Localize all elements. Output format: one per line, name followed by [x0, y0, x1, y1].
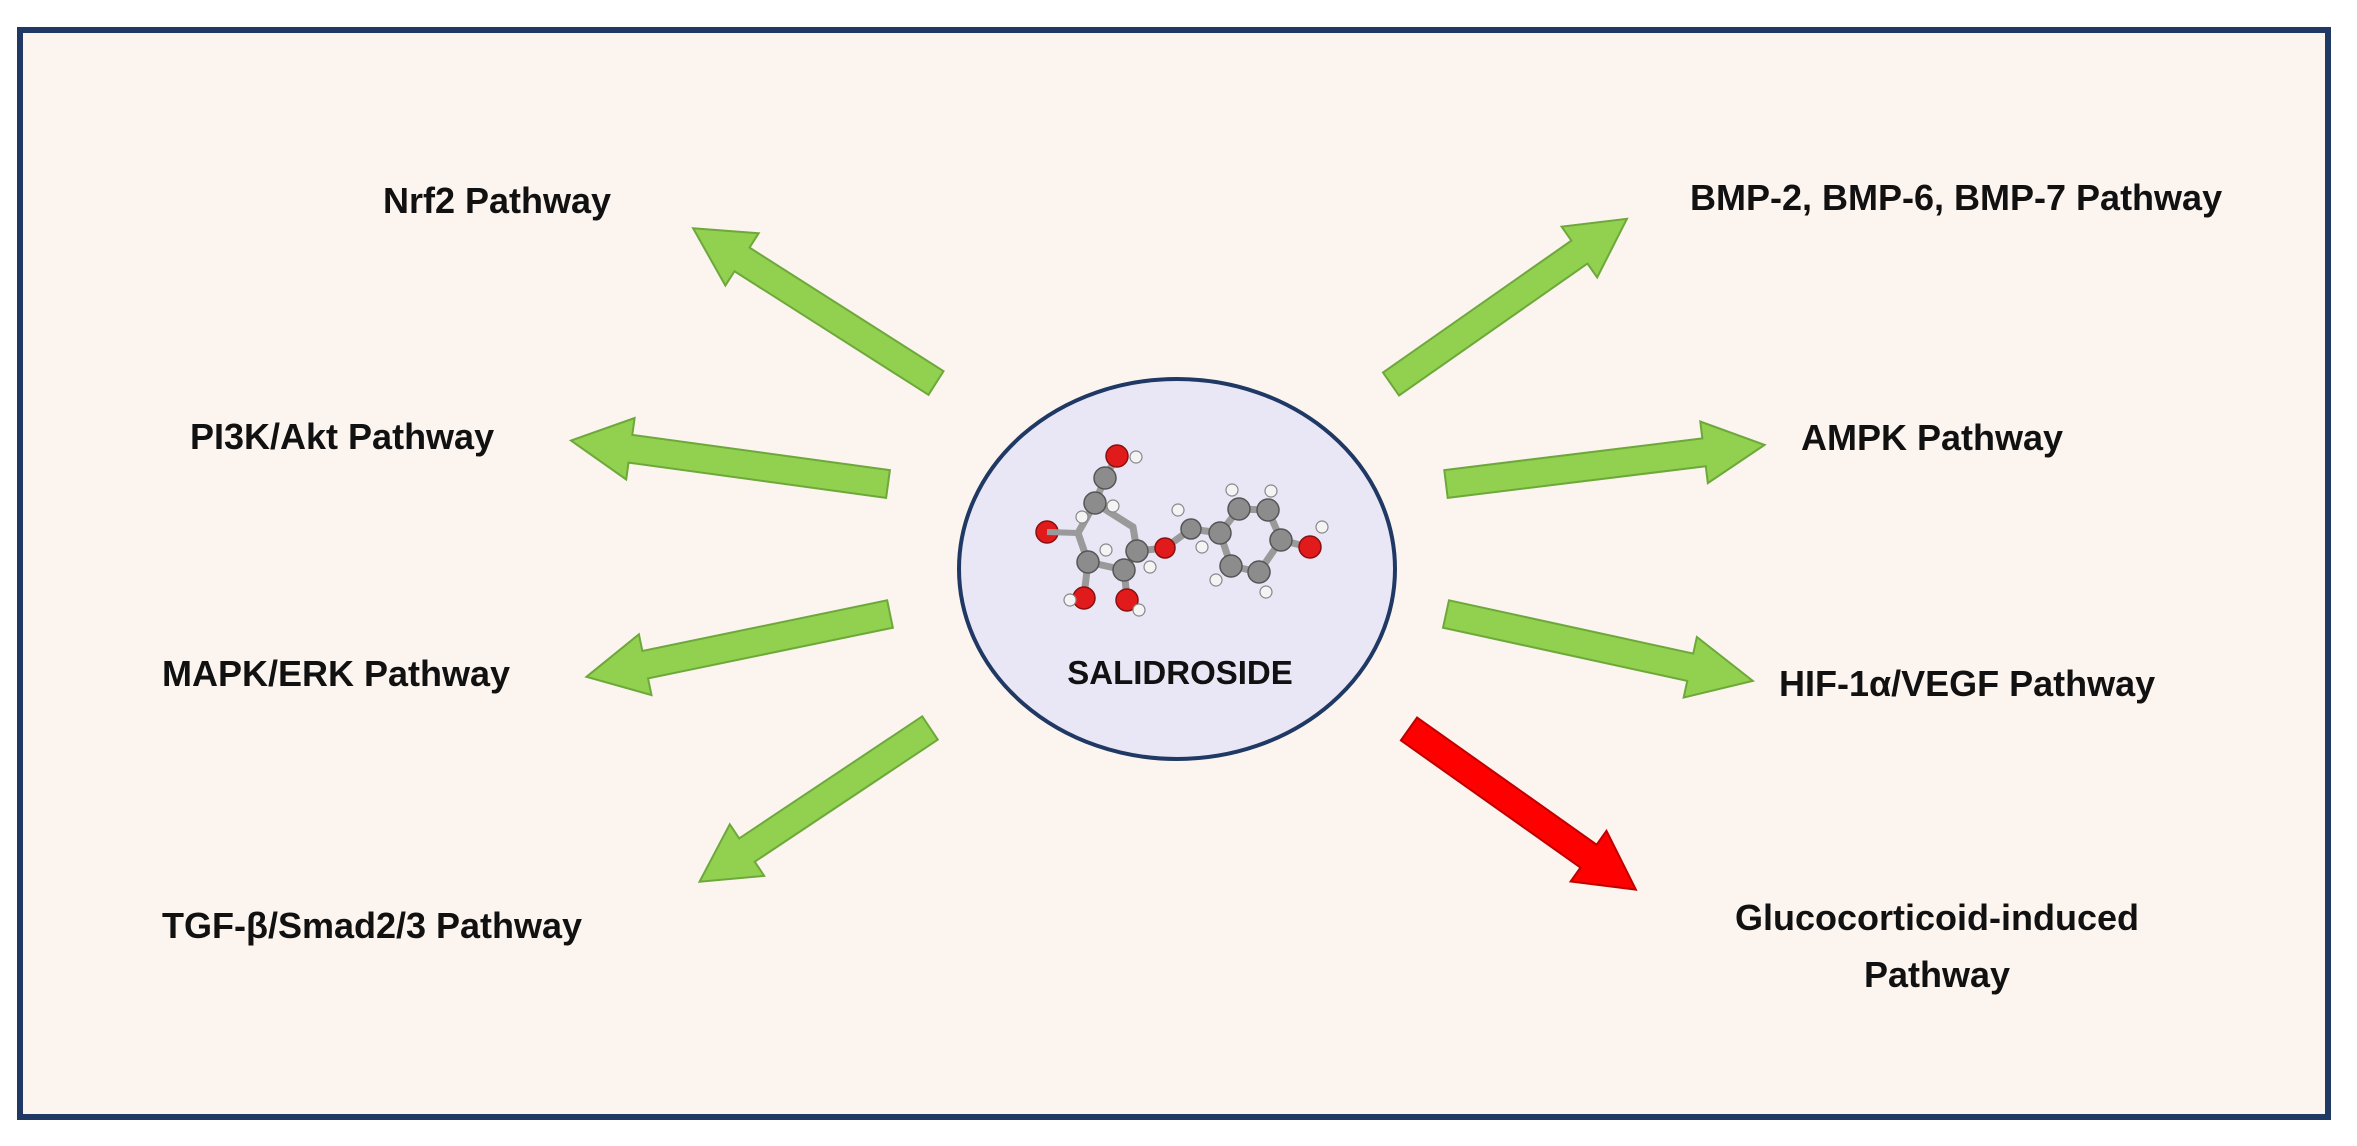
label-glucocorticoid-pathway: Glucocorticoid-induced Pathway: [1702, 895, 2172, 997]
label-ampk-pathway: AMPK Pathway: [1801, 417, 2064, 458]
label-bmp-pathway: BMP-2, BMP-6, BMP-7 Pathway: [1690, 177, 2223, 218]
arrow-to-tgf: [697, 714, 940, 883]
arrow-to-mapk: [584, 599, 895, 697]
label-glucocorticoid-line1: Glucocorticoid-induced: [1734, 897, 2139, 938]
salidroside-molecule-icon: [1035, 444, 1329, 617]
arrow-to-ampk: [1443, 420, 1767, 500]
salidroside-ellipse: [957, 377, 1397, 761]
label-glucocorticoid-line2: Pathway: [1863, 954, 2011, 995]
arrow-to-bmp: [1381, 217, 1629, 397]
compound-name: SALIDROSIDE: [1067, 654, 1293, 691]
arrow-to-nrf2: [691, 227, 945, 397]
label-pi3k-akt-pathway: PI3K/Akt Pathway: [190, 416, 495, 457]
arrow-to-hif: [1441, 599, 1756, 699]
arrow-to-glucocorticoid: [1399, 716, 1638, 891]
label-mapk-erk-pathway: MAPK/ERK Pathway: [162, 653, 511, 694]
label-nrf2-pathway: Nrf2 Pathway: [383, 180, 612, 221]
label-hif-vegf-pathway: HIF-1α/VEGF Pathway: [1779, 663, 2156, 704]
label-tgf-smad-pathway: TGF-β/Smad2/3 Pathway: [162, 905, 583, 946]
arrow-to-pi3k: [568, 416, 892, 499]
